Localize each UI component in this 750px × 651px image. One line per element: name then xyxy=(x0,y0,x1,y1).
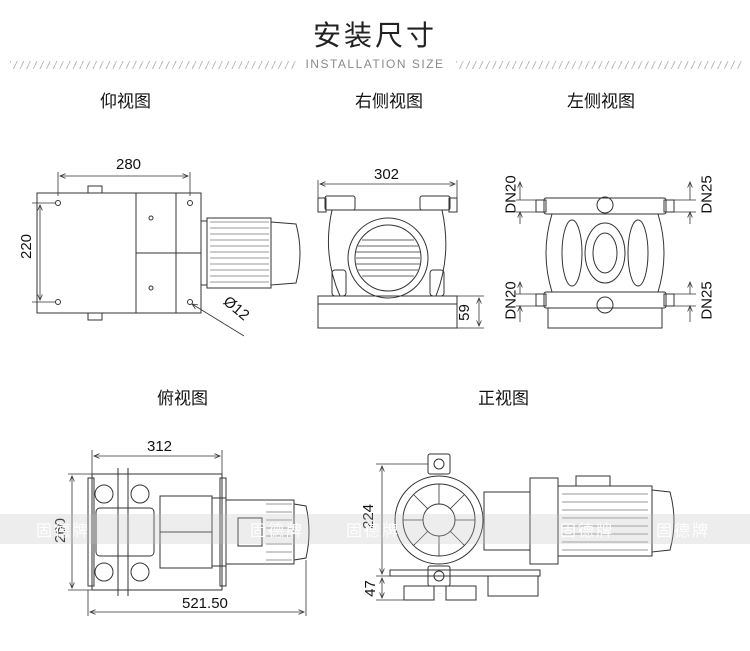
watermark-text-4: 固德牌 xyxy=(560,521,615,540)
watermark-text-2: 固德牌 xyxy=(250,521,305,540)
label-bottom-view: 仰视图 xyxy=(100,92,151,112)
subtitle-bar: INSTALLATION SIZE xyxy=(0,56,750,76)
watermark-band xyxy=(0,514,750,544)
watermark-text-3: 固德牌 xyxy=(346,521,401,540)
label-top-view: 俯视图 xyxy=(157,389,208,409)
bottom-view-drawing xyxy=(32,172,301,337)
dim-top-length: 521.50 xyxy=(182,595,228,612)
hatch-right-decoration xyxy=(456,61,742,69)
label-front-view: 正视图 xyxy=(478,389,529,409)
front-view-drawing xyxy=(376,453,675,601)
dim-right-base: 59 xyxy=(455,304,473,321)
label-right-view: 右侧视图 xyxy=(355,92,423,112)
dim-bottom-height: 220 xyxy=(18,233,36,260)
dim-left-dn25-bottom: DN25 xyxy=(698,281,716,320)
dim-front-base: 47 xyxy=(361,580,379,597)
dim-left-dn20-top: DN20 xyxy=(502,175,520,214)
watermark-text-5: 固德牌 xyxy=(656,521,711,540)
dim-left-dn25-top: DN25 xyxy=(698,175,716,214)
dim-right-width: 302 xyxy=(374,166,400,183)
dim-left-dn20-bottom: DN20 xyxy=(502,281,520,320)
watermark-text-1: 固德牌 xyxy=(36,521,91,540)
dim-top-width: 312 xyxy=(147,438,173,455)
page-subtitle: INSTALLATION SIZE xyxy=(305,57,445,71)
left-view-drawing xyxy=(516,182,696,329)
hatch-left-decoration xyxy=(10,61,296,69)
right-view-drawing xyxy=(317,180,484,329)
page-title: 安装尺寸 xyxy=(312,19,437,52)
dim-bottom-width: 280 xyxy=(116,156,142,173)
label-left-view: 左侧视图 xyxy=(567,92,635,112)
top-view-drawing xyxy=(68,450,310,616)
